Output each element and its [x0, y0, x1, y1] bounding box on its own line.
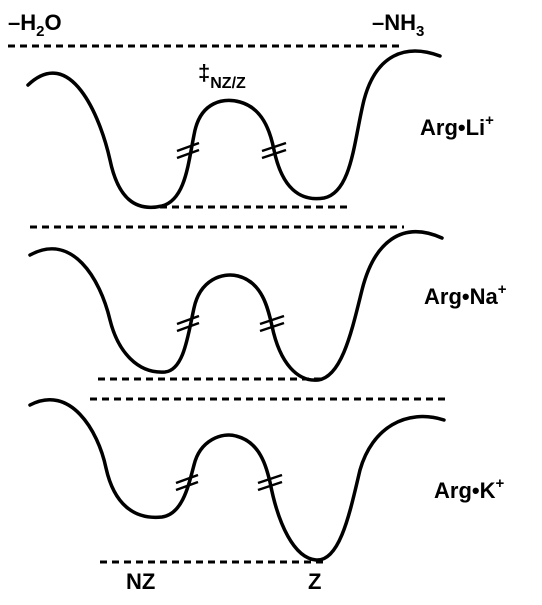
transition-state-label: ‡NZ/Z	[198, 60, 246, 92]
break-mark-k-right	[257, 473, 283, 492]
complex-label-k: Arg•K+	[434, 475, 504, 503]
break-mark-na-left	[176, 314, 200, 333]
complex-label-li: Arg•Li+	[420, 112, 494, 140]
break-mark-k-left	[175, 473, 199, 492]
energy-curve-li	[26, 49, 442, 209]
break-mark-na-right	[259, 314, 285, 333]
energy-curve-k	[28, 397, 446, 562]
ammonia-loss-label: –NH3	[372, 10, 424, 40]
z-label: Z	[308, 569, 321, 594]
energy-curve-na	[28, 230, 444, 382]
break-mark-li-right	[261, 141, 287, 160]
nz-label: NZ	[126, 569, 155, 594]
break-mark-li-left	[176, 141, 200, 160]
water-loss-label: –H2O	[8, 10, 62, 40]
complex-label-na: Arg•Na+	[424, 281, 507, 309]
